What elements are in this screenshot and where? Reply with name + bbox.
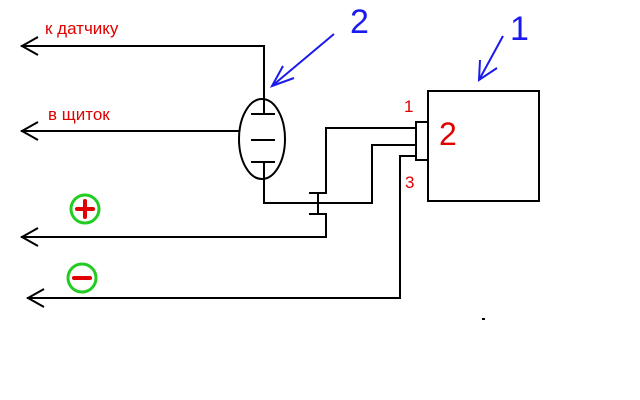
sensor-label: к датчику — [45, 19, 119, 38]
stray-dot — [482, 318, 485, 320]
minus-arrow-icon — [25, 288, 45, 308]
pin-label-top: 1 — [404, 97, 413, 116]
device-center-number: 2 — [439, 116, 457, 152]
switch-callout: 2 — [269, 3, 369, 88]
switch-callout-number: 2 — [350, 3, 369, 41]
sensor-arrow-icon — [19, 36, 39, 56]
device-callout: 1 — [477, 10, 529, 82]
switch-callout-arrow-icon — [269, 65, 295, 88]
device-callout-arrow-icon — [477, 59, 498, 82]
minus-sign-badge: − — [66, 262, 98, 294]
plus-wire — [19, 127, 417, 247]
device-box: 2 — [427, 90, 540, 202]
device-callout-number: 1 — [510, 10, 529, 48]
minus-wire — [25, 155, 417, 308]
plus-arrow-icon — [19, 227, 39, 247]
panel-label: в щиток — [48, 105, 110, 124]
pin-label-bottom: 3 — [405, 173, 414, 192]
device-connector — [415, 121, 429, 161]
plus-sign-badge: + — [69, 193, 101, 225]
panel-wire — [19, 121, 259, 141]
switch-component — [238, 95, 286, 180]
signal-wire — [317, 144, 417, 204]
panel-arrow-icon — [19, 121, 39, 141]
sensor-wire — [19, 36, 265, 96]
